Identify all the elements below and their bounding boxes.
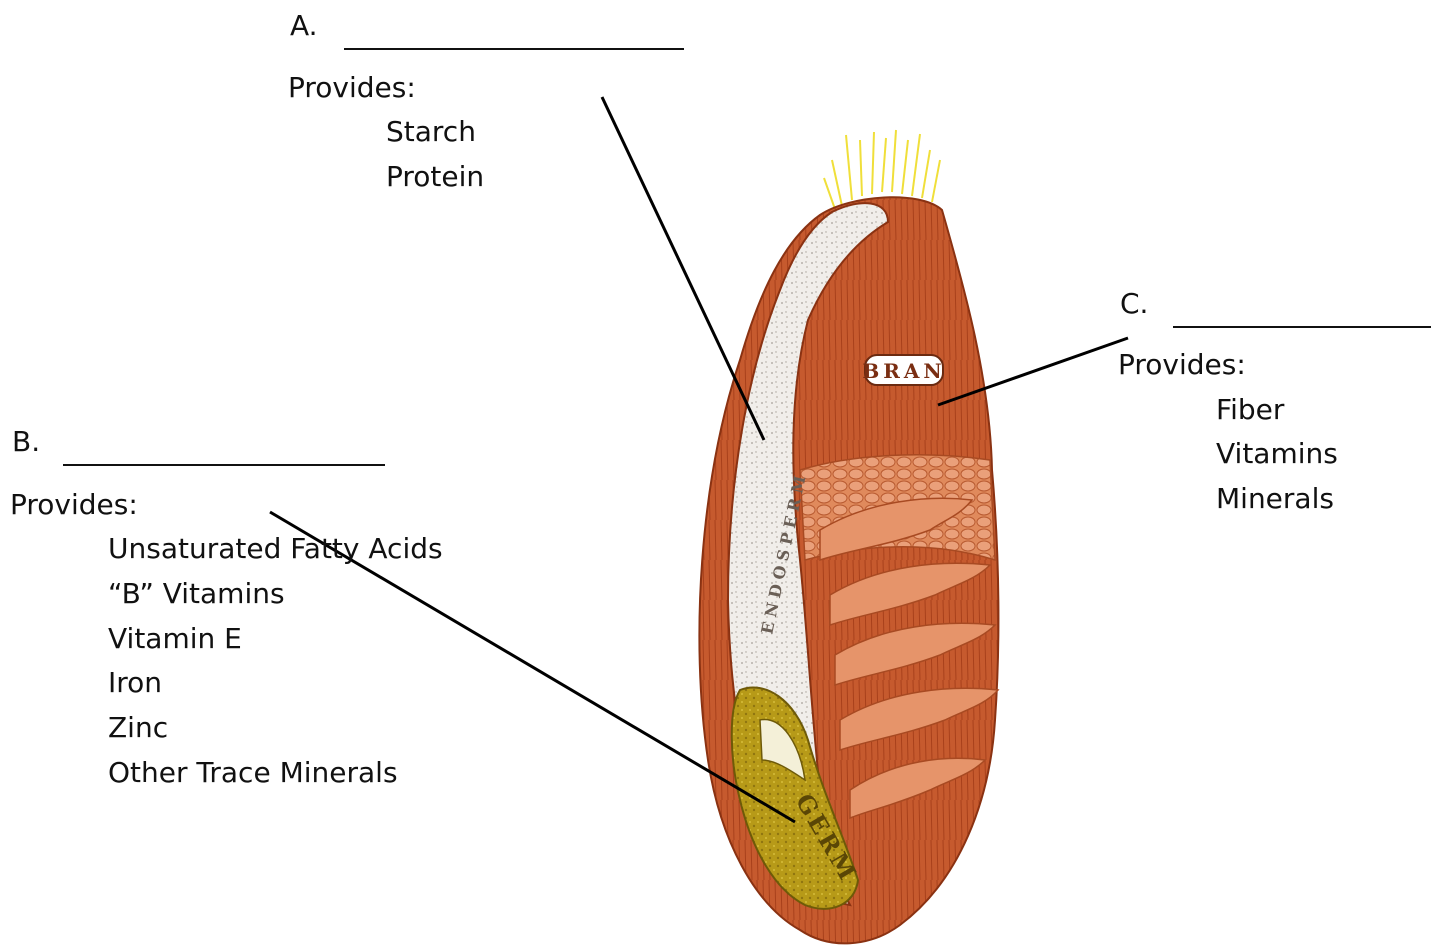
label-a-heading: A. xyxy=(290,4,684,50)
leader-line-a xyxy=(602,97,764,440)
label-b-item-6: Other Trace Minerals xyxy=(108,751,398,795)
label-a-item-2: Protein xyxy=(386,155,484,199)
label-c-item-3: Minerals xyxy=(1216,477,1334,521)
label-c-item-1: Fiber xyxy=(1216,388,1284,432)
label-c-provides: Provides: xyxy=(1118,343,1246,387)
label-b-heading: B. xyxy=(12,420,385,466)
label-b-item-4: Iron xyxy=(108,661,162,705)
label-b-provides: Provides: xyxy=(10,483,138,527)
label-a-answer-blank[interactable] xyxy=(344,4,684,50)
label-a-letter: A. xyxy=(290,9,318,42)
label-c-item-2: Vitamins xyxy=(1216,432,1338,476)
bran-label-badge: BRAN xyxy=(862,355,945,385)
label-b-item-1: Unsaturated Fatty Acids xyxy=(108,527,443,571)
label-c-heading: C. xyxy=(1120,282,1431,328)
bran-label: BRAN xyxy=(862,359,945,383)
label-c-letter: C. xyxy=(1120,287,1148,320)
label-a-item-1: Starch xyxy=(386,110,476,154)
label-c-answer-blank[interactable] xyxy=(1173,282,1431,328)
label-b-letter: B. xyxy=(12,425,40,458)
label-a-provides: Provides: xyxy=(288,66,416,110)
label-b-answer-blank[interactable] xyxy=(63,420,385,466)
label-b-item-5: Zinc xyxy=(108,706,168,750)
label-b-item-3: Vitamin E xyxy=(108,617,242,661)
label-b-item-2: “B” Vitamins xyxy=(108,572,285,616)
